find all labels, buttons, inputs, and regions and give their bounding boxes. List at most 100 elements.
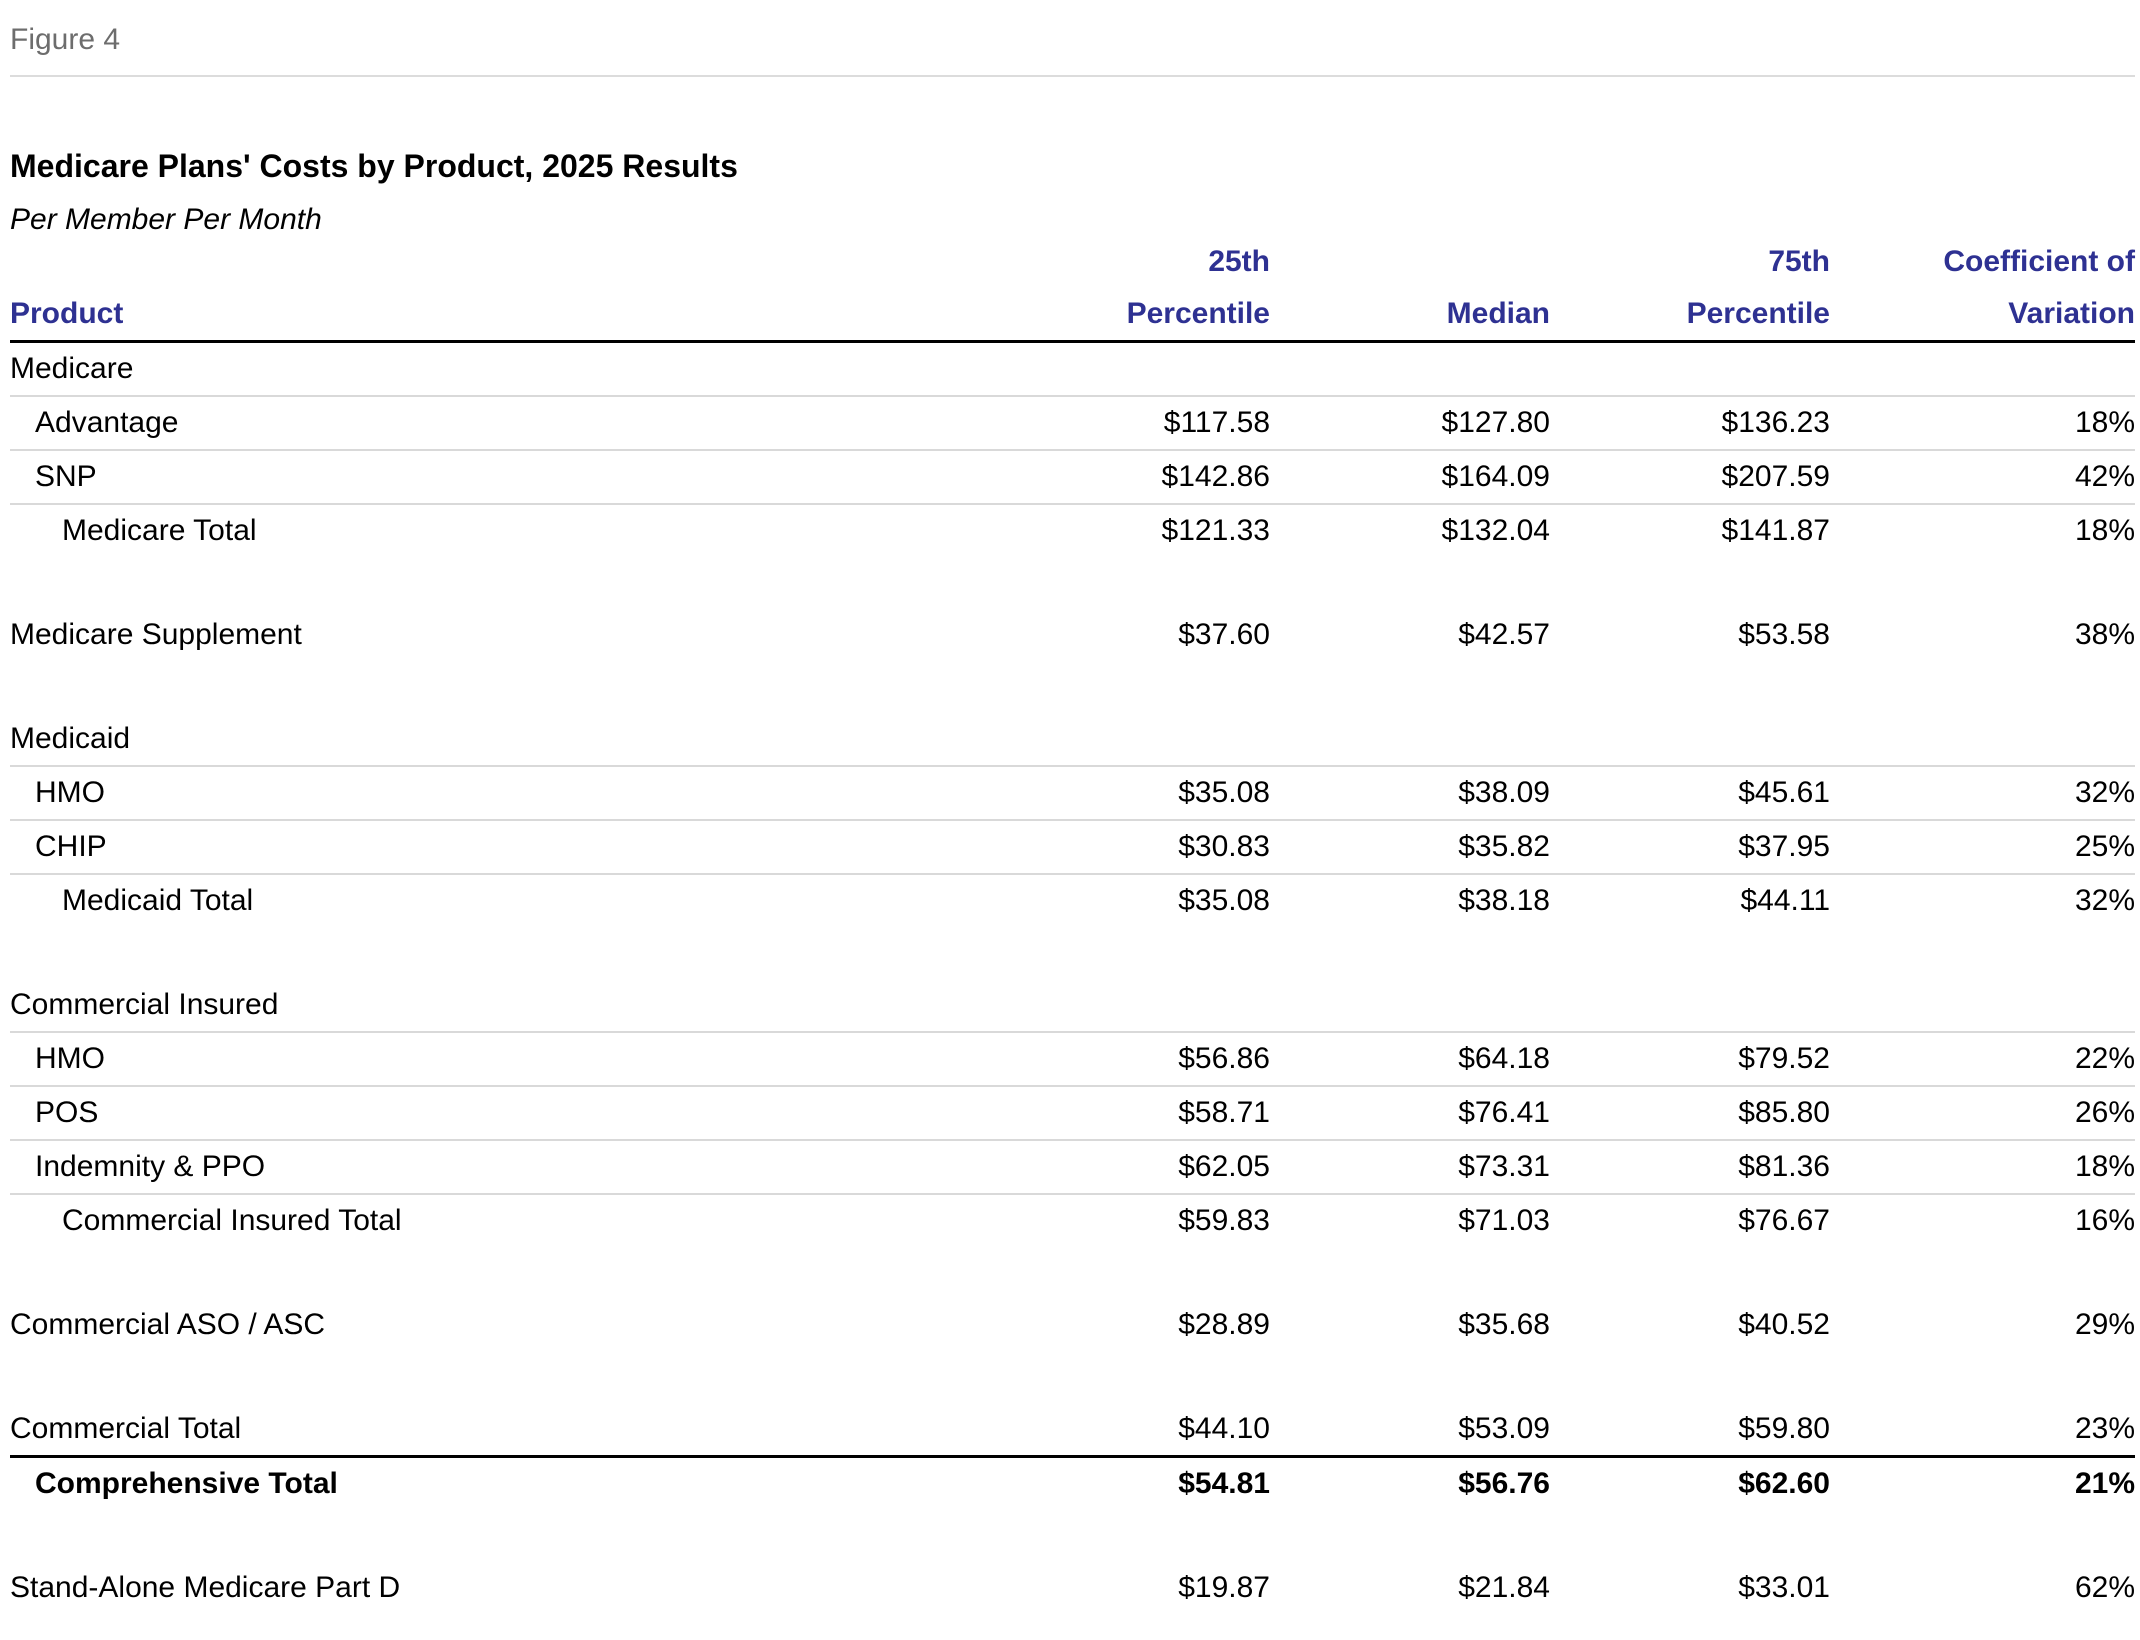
cell-median: $35.82 bbox=[1270, 820, 1550, 875]
row-label: HMO bbox=[10, 766, 860, 821]
cell-p25: $56.86 bbox=[860, 1032, 1270, 1087]
spacer-row bbox=[10, 1247, 2135, 1299]
cell-cv: 26% bbox=[1830, 1086, 2135, 1141]
cell-cv: 16% bbox=[2074, 1204, 2135, 1237]
row-label: Comprehensive Total bbox=[35, 1467, 338, 1500]
cell-p25: $19.87 bbox=[1178, 1571, 1270, 1604]
table-row-part-d: Stand-Alone Medicare Part D $19.87 $21.8… bbox=[10, 1562, 2135, 1614]
cell-p75: $141.87 bbox=[1721, 514, 1830, 547]
cell-median: $127.80 bbox=[1270, 396, 1550, 451]
cell-p75: $62.60 bbox=[1738, 1467, 1830, 1500]
cell-cv: 22% bbox=[1830, 1032, 2135, 1087]
table-row-advantage: Advantage $117.58 $127.80 $136.23 18% bbox=[10, 396, 2135, 451]
row-label: Medicaid bbox=[10, 713, 860, 767]
header-row-top: 25th 75th Coefficient of bbox=[10, 236, 2135, 288]
table-row-medicare-supplement: Medicare Supplement $37.60 $42.57 $53.58… bbox=[10, 609, 2135, 661]
table-subtitle: Per Member Per Month bbox=[10, 203, 322, 236]
header-p75-line2: Percentile bbox=[1550, 288, 1830, 343]
row-label: SNP bbox=[10, 450, 860, 505]
cell-median: $56.76 bbox=[1458, 1467, 1550, 1500]
cell-p25: $59.83 bbox=[1178, 1204, 1270, 1237]
row-label: Medicare bbox=[10, 341, 860, 397]
figure-label: Figure 4 bbox=[10, 23, 121, 56]
row-label: CHIP bbox=[10, 820, 860, 875]
cell-cv: 18% bbox=[1830, 396, 2135, 451]
cell-median: $64.18 bbox=[1270, 1032, 1550, 1087]
cell-cv: 32% bbox=[2074, 884, 2135, 917]
cost-table: 25th 75th Coefficient of Product Percent… bbox=[10, 236, 2135, 1614]
cell-p25: $35.08 bbox=[860, 766, 1270, 821]
table-row-comprehensive-total: Comprehensive Total $54.81 $56.76 $62.60… bbox=[10, 1457, 2135, 1511]
row-label: Stand-Alone Medicare Part D bbox=[10, 1571, 401, 1604]
table-body: Medicare Advantage $117.58 $127.80 $136.… bbox=[10, 341, 2135, 1615]
row-label: Commercial Total bbox=[10, 1403, 860, 1458]
cell-p25: $37.60 bbox=[1178, 618, 1270, 651]
cell-p25: $58.71 bbox=[860, 1086, 1270, 1141]
table-row-indemnity-ppo: Indemnity & PPO $62.05 $73.31 $81.36 18% bbox=[10, 1140, 2135, 1195]
header-row-bottom: Product Percentile Median Percentile Var… bbox=[10, 288, 2135, 343]
cell-p25: $54.81 bbox=[1178, 1467, 1270, 1500]
table-row-medicaid: Medicaid bbox=[10, 713, 2135, 767]
cell-median: $21.84 bbox=[1458, 1571, 1550, 1604]
cell-cv: 29% bbox=[2074, 1308, 2135, 1341]
cell-p75: $81.36 bbox=[1550, 1140, 1830, 1195]
cell-p25: $44.10 bbox=[860, 1403, 1270, 1458]
cell-p75: $44.11 bbox=[1740, 884, 1830, 917]
cell-cv: 42% bbox=[1830, 450, 2135, 505]
row-label: Commercial Insured bbox=[10, 979, 860, 1033]
cell-p25: $30.83 bbox=[860, 820, 1270, 875]
header-product-top bbox=[10, 236, 860, 288]
cell-cv: 62% bbox=[2074, 1571, 2135, 1604]
table-row-pos: POS $58.71 $76.41 $85.80 26% bbox=[10, 1086, 2135, 1141]
cell-p75: $45.61 bbox=[1550, 766, 1830, 821]
spacer-row bbox=[10, 661, 2135, 713]
cell-cv: 18% bbox=[2074, 514, 2135, 547]
row-label: Medicare Supplement bbox=[10, 618, 302, 651]
cell-median: $73.31 bbox=[1270, 1140, 1550, 1195]
cell-cv: 21% bbox=[2074, 1467, 2135, 1500]
row-label: Commercial ASO / ASC bbox=[10, 1308, 326, 1341]
header-p25-line2: Percentile bbox=[860, 288, 1270, 343]
cell-cv: 23% bbox=[1830, 1403, 2135, 1458]
table-row-snp: SNP $142.86 $164.09 $207.59 42% bbox=[10, 450, 2135, 505]
row-label: Advantage bbox=[10, 396, 860, 451]
table-row-commercial-insured: Commercial Insured bbox=[10, 979, 2135, 1033]
table-row-commercial-aso: Commercial ASO / ASC $28.89 $35.68 $40.5… bbox=[10, 1299, 2135, 1351]
row-label: POS bbox=[10, 1086, 860, 1141]
cell-p75: $40.52 bbox=[1738, 1308, 1830, 1341]
cell-p75: $136.23 bbox=[1550, 396, 1830, 451]
cell-median: $76.41 bbox=[1270, 1086, 1550, 1141]
header-median: Median bbox=[1270, 288, 1550, 343]
table-row-medicaid-hmo: HMO $35.08 $38.09 $45.61 32% bbox=[10, 766, 2135, 821]
cell-p75: $85.80 bbox=[1550, 1086, 1830, 1141]
cell-p25: $28.89 bbox=[1178, 1308, 1270, 1341]
table-header: 25th 75th Coefficient of Product Percent… bbox=[10, 236, 2135, 343]
cell-cv: 25% bbox=[1830, 820, 2135, 875]
table-row-chip: CHIP $30.83 $35.82 $37.95 25% bbox=[10, 820, 2135, 875]
cell-median: $53.09 bbox=[1270, 1403, 1550, 1458]
cell-median: $164.09 bbox=[1270, 450, 1550, 505]
cell-cv: 18% bbox=[1830, 1140, 2135, 1195]
table-row-medicare-total: Medicare Total $121.33 $132.04 $141.87 1… bbox=[10, 504, 2135, 557]
header-product: Product bbox=[10, 288, 860, 343]
table-row-commercial-insured-total: Commercial Insured Total $59.83 $71.03 $… bbox=[10, 1194, 2135, 1247]
table-row-commercial-total: Commercial Total $44.10 $53.09 $59.80 23… bbox=[10, 1403, 2135, 1458]
cell-p75: $37.95 bbox=[1550, 820, 1830, 875]
cell-cv: 38% bbox=[2074, 618, 2135, 651]
spacer-row bbox=[10, 927, 2135, 979]
header-p75-line1: 75th bbox=[1768, 245, 1830, 278]
cell-median: $71.03 bbox=[1458, 1204, 1550, 1237]
header-cv-line2: Variation bbox=[1830, 288, 2135, 343]
cell-median: $42.57 bbox=[1458, 618, 1550, 651]
table-row-medicaid-total: Medicaid Total $35.08 $38.18 $44.11 32% bbox=[10, 874, 2135, 927]
cell-p75: $79.52 bbox=[1550, 1032, 1830, 1087]
row-label: Medicaid Total bbox=[62, 884, 254, 917]
cell-p25: $117.58 bbox=[860, 396, 1270, 451]
table-row-medicare: Medicare bbox=[10, 341, 2135, 397]
header-p25-line1: 25th bbox=[1208, 245, 1270, 278]
cell-p25: $121.33 bbox=[1161, 514, 1270, 547]
row-label: Commercial Insured Total bbox=[62, 1204, 402, 1237]
figure-divider bbox=[10, 75, 2135, 77]
cell-p25: $62.05 bbox=[860, 1140, 1270, 1195]
